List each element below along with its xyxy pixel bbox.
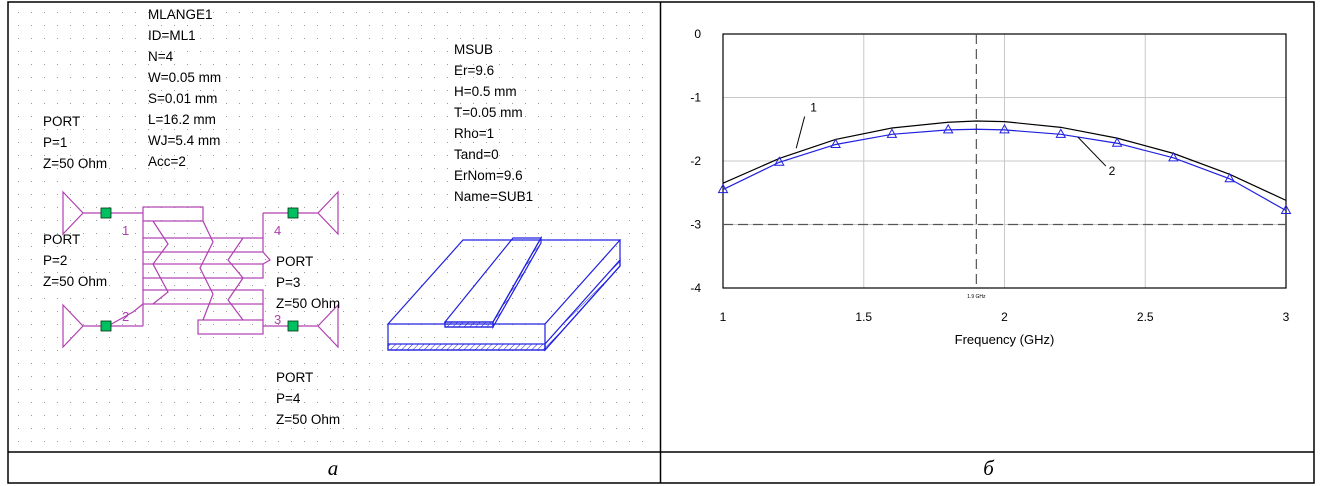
mlange-id: ID=ML1 [148,28,196,43]
series-label-leaders [795,116,1107,167]
x-axis-label: Frequency (GHz) [955,332,1055,347]
msub-rho: Rho=1 [454,126,494,141]
schematic-panel: 1 2 3 4 MLANGE1 ID=ML1 N=4 W=0.05 mm S=0… [18,7,643,442]
series-2-marker [1224,172,1236,183]
port3-z: Z=50 Ohm [276,296,340,311]
series-1-line [722,120,1287,201]
x-tick-label: 1 [720,310,727,324]
schematic-grid-dots [18,12,643,442]
port3-label: PORT [276,254,313,269]
port4-z: Z=50 Ohm [276,412,340,427]
y-tick-label: -3 [690,218,701,232]
pin-number-4: 4 [274,223,281,238]
series-1-leader [795,116,806,149]
caption-b: б [983,455,994,480]
msub-t: T=0.05 mm [454,105,523,120]
chart-panel: 1 1.5 2 2.5 3 0 -1 -2 -3 -4 Frequency (GHz) 1.9 G… [690,27,1292,347]
msub-tand: Tand=0 [454,147,499,162]
port-1-symbol [62,190,104,236]
y-tick-label: -4 [690,281,701,295]
pin-number-2: 2 [122,309,129,324]
series-2-marker [942,123,954,134]
x-tick-label: 2 [1001,310,1008,324]
marker-label: 1.9 GHz [967,294,986,300]
port2-p: P=2 [43,253,67,268]
series-2-marker [1280,204,1292,215]
msub-ernom: ErNom=9.6 [454,168,523,183]
plot-area-border [722,33,1287,289]
series-2-line [722,128,1287,212]
port1-p: P=1 [43,135,67,150]
port4-label: PORT [276,370,313,385]
chart-series [717,120,1292,215]
mlange-label: MLANGE1 [148,7,213,22]
series-2-marker [773,156,785,166]
series-2-marker [1055,128,1067,138]
msub-h: H=0.5 mm [454,84,517,99]
y-tick-label: -1 [690,91,701,105]
series-2-marker [830,138,841,148]
port-4-symbol [298,190,339,236]
mlange-n: N=4 [148,49,174,64]
y-tick-label: 0 [694,27,701,41]
series-2-marker [886,128,898,138]
x-tick-label: 3 [1283,310,1290,324]
chart-grid [722,33,1287,289]
msub-label: MSUB [454,42,493,57]
node-port-4 [287,207,299,219]
mlange-wj: WJ=5.4 mm [148,133,220,148]
caption-a: a [327,455,339,480]
mlange-l: L=16.2 mm [148,112,216,127]
port1-label: PORT [43,114,80,129]
port3-p: P=3 [276,275,300,290]
port-3-symbol [298,303,339,349]
lange-coupler [107,206,293,335]
y-tick-label: -2 [690,154,701,168]
msub-name: Name=SUB1 [454,189,533,204]
series-2-marker [717,183,729,194]
node-port-3 [287,320,299,332]
series-2-marker [1111,137,1123,147]
tick-labels: 1 1.5 2 2.5 3 0 -1 -2 -3 -4 [690,27,1289,324]
series-2-marker [999,123,1010,134]
node-port-2 [100,320,112,332]
series-1-label: 1 [810,100,817,114]
series-2-marker [1168,151,1179,162]
mlange-acc: Acc=2 [148,154,186,169]
msub-er: Er=9.6 [454,63,494,78]
port4-p: P=4 [276,391,301,406]
pin-number-3: 3 [274,312,281,327]
x-tick-label: 1.5 [855,310,872,324]
mlange-w: W=0.05 mm [148,70,221,85]
series-2-leader [1077,136,1107,167]
port2-label: PORT [43,232,80,247]
series-2-label: 2 [1109,164,1116,178]
pin-number-1: 1 [122,223,129,238]
mlange-s: S=0.01 mm [148,91,217,106]
port2-z: Z=50 Ohm [43,274,107,289]
port-2-symbol [62,303,104,349]
x-tick-label: 2.5 [1137,310,1154,324]
node-port-1 [100,207,112,219]
substrate-drawing [386,235,622,352]
port1-z: Z=50 Ohm [43,156,107,171]
